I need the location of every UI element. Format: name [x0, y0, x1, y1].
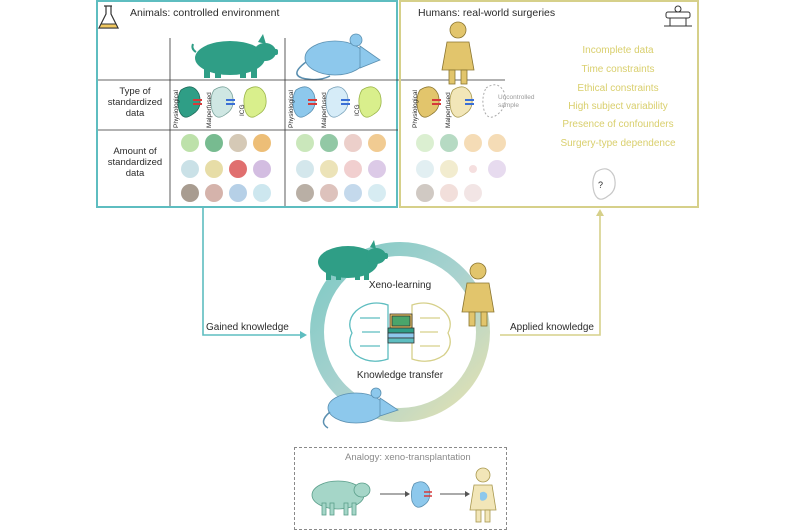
amount-of-data-label: Amount of standardized data: [107, 146, 163, 179]
humans-panel: [399, 0, 699, 208]
xeno-learning-label: Xeno-learning: [368, 280, 432, 291]
constraint-1: Incomplete data: [582, 45, 654, 56]
animals-panel: [96, 0, 398, 208]
constraint-2: Time constraints: [581, 64, 655, 75]
humans-panel-title: Humans: real-world surgeries: [418, 7, 556, 19]
constraint-5: Presence of confounders: [562, 119, 674, 130]
type-of-data-label: Type of standardized data: [107, 86, 163, 119]
knowledge-transfer-label: Knowledge transfer: [356, 370, 444, 381]
constraint-3: Ethical constraints: [577, 83, 659, 94]
constraint-4: High subject variability: [568, 101, 668, 112]
question-mark: ?: [598, 180, 604, 190]
animals-panel-title: Animals: controlled environment: [130, 7, 280, 19]
uncontrolled-sample-label: Uncontrolled sample: [498, 94, 535, 109]
applied-knowledge-label: Applied knowledge: [510, 322, 594, 333]
constraint-6: Surgery-type dependence: [560, 138, 676, 149]
analogy-title: Analogy: xeno-transplantation: [345, 452, 471, 463]
gained-knowledge-label: Gained knowledge: [206, 322, 289, 333]
